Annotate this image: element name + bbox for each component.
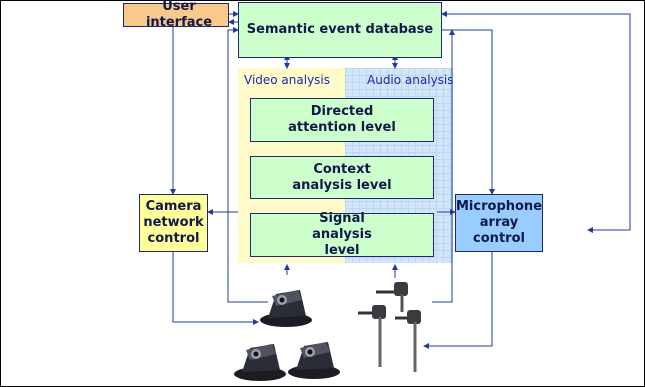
camera-device-icon <box>288 342 340 379</box>
camera-device-icon <box>234 344 286 381</box>
microphone-icon <box>395 310 421 372</box>
directed-attention-level-box: Directed attention level <box>250 98 434 142</box>
camera-device-icon <box>260 290 312 327</box>
signal-analysis-level-box: Signal analysis level <box>250 211 434 258</box>
camera-network-control-box: Camera network control <box>139 194 208 252</box>
microphone-icon <box>358 305 386 367</box>
video-analysis-label: Video analysis <box>244 73 331 87</box>
user-interface-box: User interface <box>123 0 229 30</box>
semantic-event-database-box: Semantic event database <box>238 2 442 58</box>
context-analysis-level-box: Context analysis level <box>250 156 434 199</box>
audio-analysis-label: Audio analysis <box>367 73 454 87</box>
microphone-array-control-box: Microphone array control <box>455 194 543 252</box>
microphone-icon <box>376 282 408 312</box>
